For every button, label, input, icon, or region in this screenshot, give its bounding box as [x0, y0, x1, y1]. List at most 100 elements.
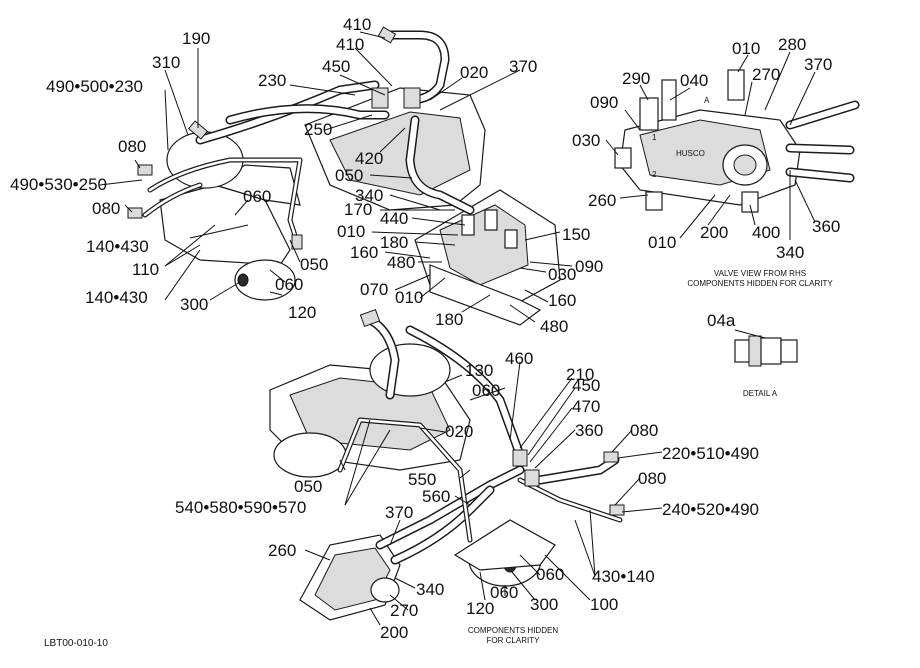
- valve-brand: HUSCO: [676, 149, 705, 158]
- tee-fitting: [403, 87, 421, 109]
- callout-label: 400: [752, 223, 780, 242]
- lower-callouts: 130 460 210 450 060 470 360 080 020 220•…: [175, 349, 759, 642]
- elbow-fitting: [377, 26, 397, 44]
- accumulator-port: [237, 273, 249, 287]
- callout-label: 090: [590, 93, 618, 112]
- callout-label: 100: [590, 595, 618, 614]
- port-1-label: 1: [652, 133, 657, 142]
- callout-label: 030: [572, 131, 600, 150]
- callout-label: 550: [408, 470, 436, 489]
- adapter-thread: [780, 339, 798, 363]
- callout-label: 490•500•230: [46, 77, 143, 96]
- callout-label: 020: [460, 63, 488, 82]
- accumulator-lower: [234, 259, 296, 301]
- callout-label: 230: [258, 71, 286, 90]
- callout-label: 340: [355, 186, 383, 205]
- lower-caption-2: FOR CLARITY: [487, 636, 541, 645]
- accumulator-left: [273, 432, 347, 478]
- callout-label: 160: [350, 243, 378, 262]
- callout-label: 140•430: [85, 288, 148, 307]
- accumulator-upper: [369, 343, 451, 397]
- callout-label: 370: [509, 57, 537, 76]
- adapter-hex: [748, 335, 762, 367]
- callout-label: 410: [336, 35, 364, 54]
- callout-label: 080: [638, 469, 666, 488]
- callout-label: 180: [435, 310, 463, 329]
- callout-label: 360: [812, 217, 840, 236]
- callout-label: 480: [387, 253, 415, 272]
- adapter-thread: [734, 339, 750, 363]
- callout-label: 270: [390, 601, 418, 620]
- lower-assembly: COMPONENTS HIDDEN FOR CLARITY: [269, 308, 625, 645]
- tee-fitting: [524, 469, 540, 487]
- port-2-label: 2: [652, 170, 657, 179]
- callout-label: 200: [380, 623, 408, 642]
- callout-label: 030: [548, 265, 576, 284]
- callout-label: 060: [490, 583, 518, 602]
- lower-bracket: [453, 519, 556, 571]
- callout-label: 010: [395, 288, 423, 307]
- callout-label: 340: [416, 580, 444, 599]
- callout-label: 010: [337, 222, 365, 241]
- valve-cartridge: [484, 209, 498, 231]
- tank-face: [329, 111, 471, 196]
- upper-assembly: [127, 26, 561, 326]
- upper-callouts: 410 410 190 310 450 230 020 370 490•500•…: [10, 15, 603, 336]
- callout-label: 340: [776, 243, 804, 262]
- adapter-fitting: [137, 164, 153, 176]
- valve-view: HUSCO A 1 2 VALVE VIEW FROM RHS COMPONEN…: [614, 69, 860, 288]
- detail-a: 04a DETAIL A: [707, 311, 798, 398]
- callout-label: 370: [804, 55, 832, 74]
- callout-label: 560: [422, 487, 450, 506]
- callout-label: 270: [752, 65, 780, 84]
- callout-label: 260: [268, 541, 296, 560]
- callout-label: 010: [648, 233, 676, 252]
- callout-label: 240•520•490: [662, 500, 759, 519]
- callout-label: 370: [385, 503, 413, 522]
- callout-label: 130: [465, 361, 493, 380]
- callout-label: 050: [294, 477, 322, 496]
- callout-label: 490•530•250: [10, 175, 107, 194]
- callout-label: 480: [540, 317, 568, 336]
- callout-label: 300: [530, 595, 558, 614]
- callout-label: 050: [300, 255, 328, 274]
- callout-label: 210: [566, 365, 594, 384]
- valve-cartridge: [504, 229, 518, 249]
- callout-label: 010: [732, 39, 760, 58]
- callout-label: 450: [322, 57, 350, 76]
- solenoid: [639, 97, 659, 131]
- callout-label: 300: [180, 295, 208, 314]
- marker-a: A: [704, 96, 710, 105]
- callout-label: 470: [572, 397, 600, 416]
- callout-label: 040: [680, 71, 708, 90]
- callout-label: 170: [344, 200, 372, 219]
- callout-label: 060: [536, 565, 564, 584]
- callout-label: 260: [588, 191, 616, 210]
- solenoid: [661, 79, 677, 121]
- valve-view-callouts: 010 280 290 040 270 370 090 030 260 010 …: [572, 35, 840, 262]
- callout-label: 070: [360, 280, 388, 299]
- detail-a-caption: DETAIL A: [743, 389, 778, 398]
- callout-label: 080: [630, 421, 658, 440]
- callout-label: 360: [575, 421, 603, 440]
- callout-label: 020: [445, 422, 473, 441]
- callout-label: 440: [380, 209, 408, 228]
- callout-label: 540•580•590•570: [175, 498, 306, 517]
- callout-label: 080: [92, 199, 120, 218]
- adapter-fitting: [603, 451, 619, 463]
- callout-label: 280: [778, 35, 806, 54]
- tee-fitting: [371, 87, 389, 109]
- callout-label: 190: [182, 29, 210, 48]
- lower-caption-1: COMPONENTS HIDDEN: [468, 626, 558, 635]
- adapter-fitting: [609, 504, 625, 516]
- callout-label: 450: [572, 376, 600, 395]
- callout-label: 080: [118, 137, 146, 156]
- side-port: [614, 147, 632, 169]
- callout-label: 110: [132, 260, 159, 279]
- callout-label: 290: [622, 69, 650, 88]
- callout-label: 410: [343, 15, 371, 34]
- drawing-code: LBT00-010-10: [44, 638, 108, 649]
- valve-view-caption-1: VALVE VIEW FROM RHS: [714, 269, 806, 278]
